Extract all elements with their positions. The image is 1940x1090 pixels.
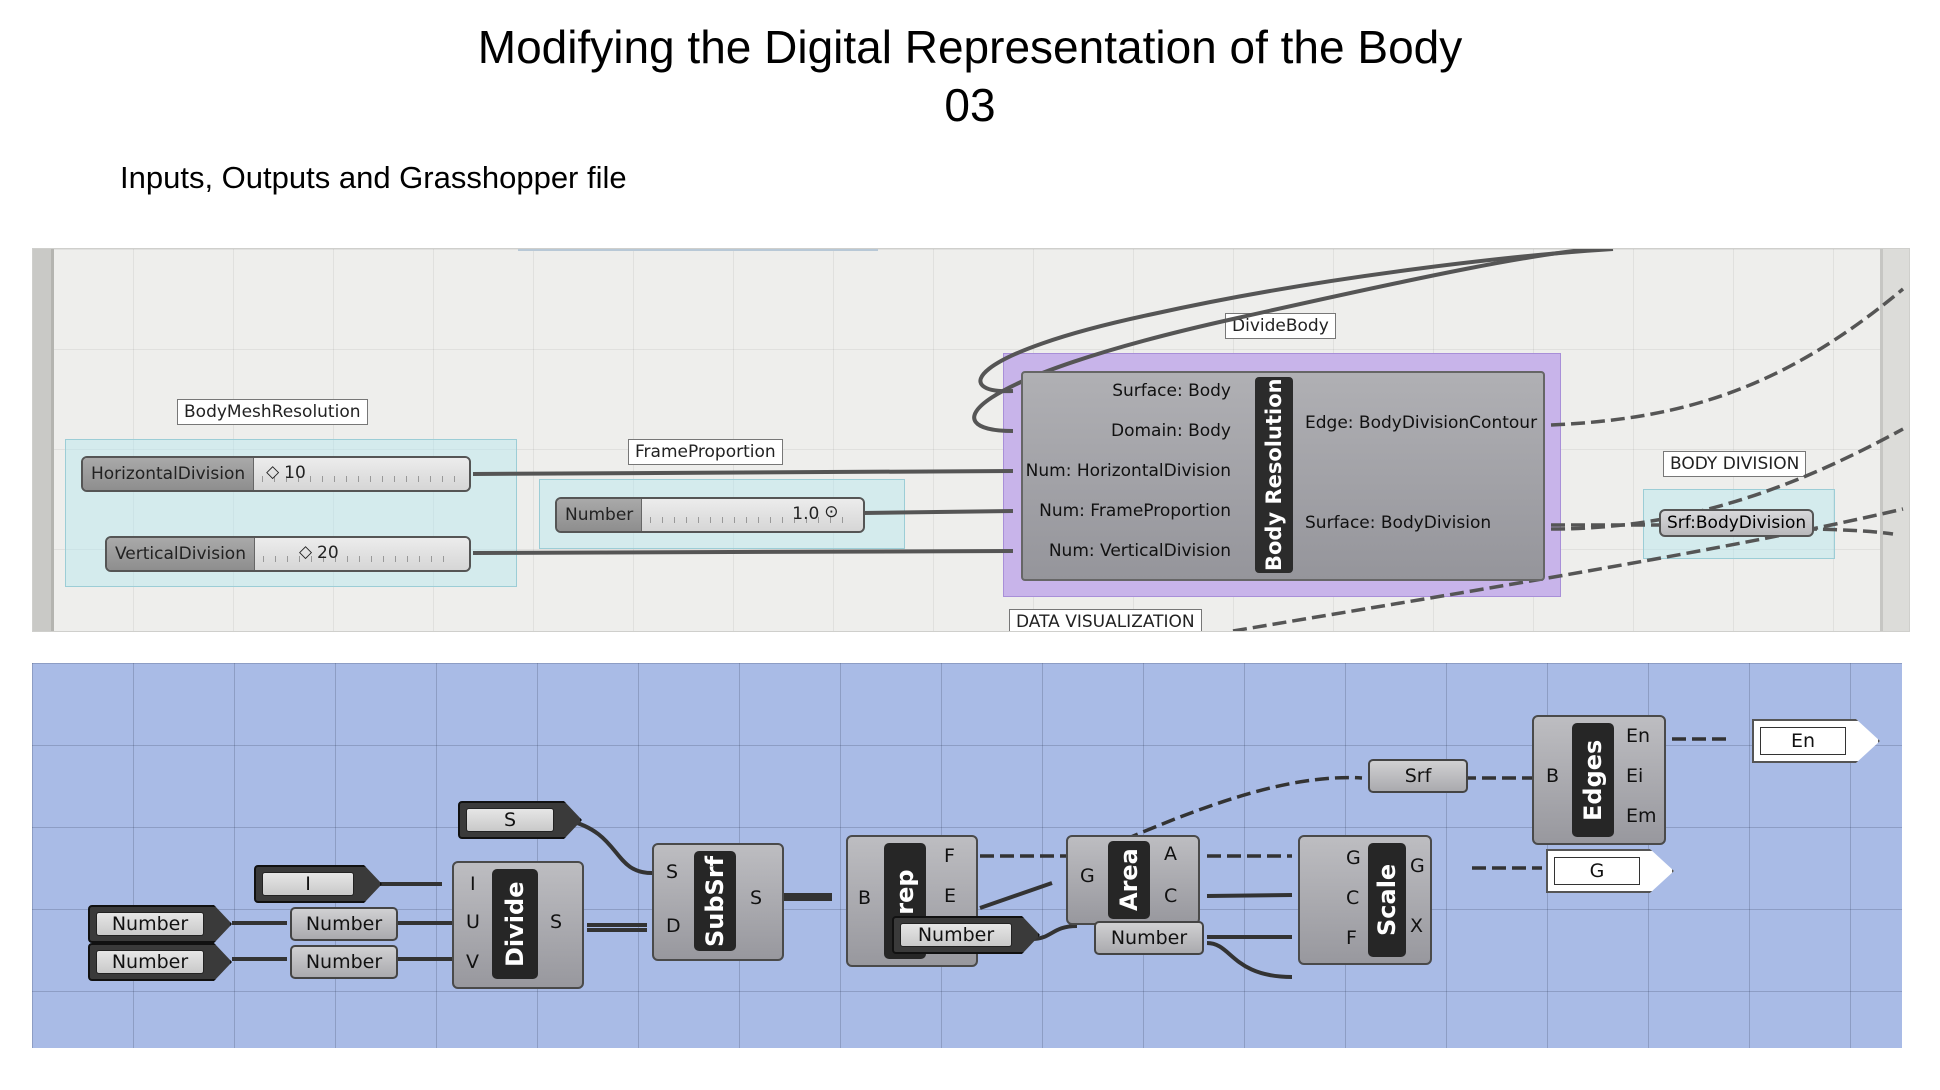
output-surface-division[interactable]: Surface: BodyDivision — [1305, 513, 1492, 533]
scale-input-f[interactable]: F — [1346, 927, 1357, 949]
slider-name: HorizontalDivision — [83, 458, 255, 490]
srf-param[interactable]: Srf — [1368, 759, 1468, 793]
divide-output-s[interactable]: S — [550, 911, 563, 933]
frame-proportion-slider[interactable]: Number 1.0 ⊙ — [555, 497, 865, 533]
subsrf-component[interactable]: S D SubSrf S — [652, 843, 784, 961]
brep-output-f[interactable]: F — [944, 845, 955, 867]
en-output-label: En — [1760, 727, 1846, 755]
scale-component[interactable]: G C F Scale G X — [1298, 835, 1432, 965]
scale-output-g[interactable]: G — [1410, 855, 1425, 877]
slider-ticks — [650, 517, 849, 523]
number-param-2[interactable]: Number — [88, 943, 232, 981]
output-edge-contour[interactable]: Edge: BodyDivisionContour — [1305, 413, 1538, 433]
group-label-body-division: BODY DIVISION — [1663, 451, 1807, 477]
vertical-division-slider[interactable]: VerticalDivision 20 ◇ — [105, 536, 471, 572]
slider-grip-icon[interactable]: ◇ — [266, 462, 280, 482]
edges-output-en[interactable]: En — [1626, 725, 1651, 747]
divide-input-u[interactable]: U — [466, 911, 480, 933]
grasshopper-canvas-lower[interactable]: S I Number Number Number Number I U V Di… — [32, 663, 1902, 1048]
slider-name: Number — [557, 499, 643, 531]
horizontal-division-slider[interactable]: HorizontalDivision 10 ◇ — [81, 456, 471, 492]
slider-track[interactable]: 20 ◇ — [255, 538, 469, 570]
srf-body-division-param[interactable]: Srf:BodyDivision — [1659, 509, 1815, 537]
number-param-label: Number — [900, 923, 1012, 947]
slider-track[interactable]: 1.0 ⊙ — [642, 499, 863, 531]
scale-input-g[interactable]: G — [1346, 847, 1361, 869]
slider-grip-icon[interactable]: ⊙ — [824, 502, 839, 522]
input-vertical-division[interactable]: Num: VerticalDivision — [1048, 541, 1231, 561]
scale-name-band: Scale — [1368, 843, 1406, 957]
slider-track[interactable]: 10 ◇ — [254, 458, 469, 490]
edges-output-em[interactable]: Em — [1626, 805, 1657, 827]
subsrf-output-s[interactable]: S — [750, 887, 763, 909]
slider-value: 1.0 — [792, 504, 820, 524]
component-name-band: Body Resolution — [1255, 377, 1293, 573]
subsrf-name-band: SubSrf — [694, 851, 736, 951]
subsrf-input-d[interactable]: D — [666, 915, 681, 937]
area-component[interactable]: G Area A C — [1066, 835, 1200, 925]
slider-ticks — [263, 556, 455, 562]
brep-input-b[interactable]: B — [858, 887, 872, 909]
page-title: Modifying the Digital Representation of … — [477, 21, 1463, 73]
group-edge — [518, 249, 878, 251]
page-title-number: 03 — [944, 79, 996, 131]
number-param-label: Number — [96, 912, 204, 936]
area-output-a[interactable]: A — [1164, 843, 1177, 865]
number-input-2[interactable]: Number — [290, 945, 398, 979]
group-label-divide-body: DivideBody — [1225, 313, 1336, 339]
input-domain-body[interactable]: Domain: Body — [1110, 421, 1231, 441]
number-param-brep[interactable]: Number — [892, 916, 1040, 954]
body-resolution-component[interactable]: Surface: Body Domain: Body Num: Horizont… — [1021, 371, 1545, 581]
edges-output-ei[interactable]: Ei — [1626, 765, 1644, 787]
g-output-label: G — [1554, 857, 1640, 885]
wires-upper — [472, 249, 1905, 631]
slider-value: 20 — [317, 543, 339, 563]
scale-input-c[interactable]: C — [1346, 887, 1360, 909]
subsrf-input-s[interactable]: S — [666, 861, 679, 883]
input-horizontal-division[interactable]: Num: HorizontalDivision — [1025, 461, 1231, 481]
input-surface-body[interactable]: Surface: Body — [1112, 381, 1231, 401]
edges-input-b[interactable]: B — [1546, 765, 1560, 787]
group-label-frame-proportion: FrameProportion — [628, 439, 783, 465]
group-label-data-visualization: DATA VISUALIZATION — [1009, 609, 1202, 631]
i-param[interactable]: I — [254, 865, 382, 903]
divide-input-i[interactable]: I — [470, 873, 476, 895]
divide-name-band: Divide — [492, 869, 538, 979]
g-output-param[interactable]: G — [1546, 849, 1674, 893]
en-output-param[interactable]: En — [1752, 719, 1880, 763]
number-input-area[interactable]: Number — [1094, 921, 1204, 955]
brep-output-e[interactable]: E — [944, 885, 957, 907]
grasshopper-canvas-upper[interactable]: BodyMeshResolution FrameProportion Divid… — [32, 248, 1910, 632]
divide-input-v[interactable]: V — [466, 951, 479, 973]
area-name-band: Area — [1108, 841, 1150, 919]
s-param[interactable]: S — [458, 801, 582, 839]
s-param-label: S — [466, 808, 554, 832]
canvas-left-border — [33, 249, 54, 631]
slider-ticks — [262, 476, 455, 482]
number-param-1[interactable]: Number — [88, 905, 232, 943]
slider-name: VerticalDivision — [107, 538, 255, 570]
area-input-g[interactable]: G — [1080, 865, 1095, 887]
scale-output-x[interactable]: X — [1410, 915, 1424, 937]
slider-grip-icon[interactable]: ◇ — [299, 542, 313, 562]
group-label-body-mesh-resolution: BodyMeshResolution — [177, 399, 368, 425]
page-subtitle: Inputs, Outputs and Grasshopper file — [120, 160, 627, 195]
area-output-c[interactable]: C — [1164, 885, 1178, 907]
edges-name-band: Edges — [1572, 723, 1614, 837]
number-param-label: Number — [96, 950, 204, 974]
divide-component[interactable]: I U V Divide S — [452, 861, 584, 989]
number-input-1[interactable]: Number — [290, 907, 398, 941]
edges-component[interactable]: B Edges En Ei Em — [1532, 715, 1666, 845]
slider-value: 10 — [284, 463, 306, 483]
i-param-label: I — [262, 872, 354, 896]
input-frame-proportion[interactable]: Num: FrameProportion — [1039, 501, 1231, 521]
